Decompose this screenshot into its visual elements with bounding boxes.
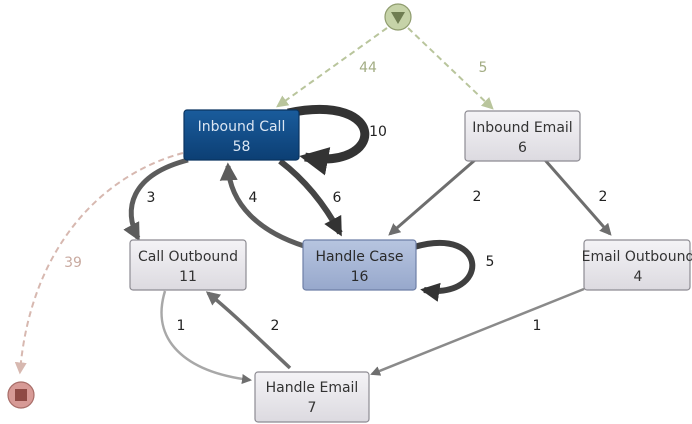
edge-label-start-to-inbound-email: 5 — [479, 60, 488, 76]
edge-inbound-email-to-email-outbound — [543, 159, 612, 236]
node-handle-case-title: Handle Case — [315, 249, 403, 265]
node-inbound-email-count: 6 — [518, 140, 527, 156]
node-call-outbound-title: Call Outbound — [138, 249, 238, 265]
edge-label-email-outbound-to-handle-email: 1 — [533, 318, 542, 334]
edge-label-inbound-call-to-end: 39 — [64, 255, 82, 271]
node-inbound-call-title: Inbound Call — [198, 119, 286, 135]
edge-inbound-call-loop — [287, 104, 370, 176]
edge-label-inbound-email-to-handle-case: 2 — [473, 189, 482, 205]
node-inbound-call[interactable]: Inbound Call 58 — [183, 109, 300, 161]
start-node[interactable] — [384, 3, 412, 31]
edge-inbound-call-to-end — [14, 152, 184, 375]
edge-inbound-call-to-call-outbound — [123, 157, 189, 242]
edge-label-inbound-email-to-email-outbound: 2 — [599, 189, 608, 205]
node-handle-case[interactable]: Handle Case 16 — [302, 239, 417, 291]
node-email-outbound[interactable]: Email Outbound 4 — [582, 239, 692, 291]
edge-inbound-email-to-handle-case — [388, 158, 476, 236]
edge-label-start-to-inbound-call: 44 — [359, 60, 377, 76]
edge-label-inbound-call-to-handle-case: 6 — [333, 190, 342, 206]
edge-email-outbound-to-handle-email — [370, 287, 585, 376]
edge-label-inbound-call-loop: 10 — [369, 124, 387, 140]
edge-start-to-inbound-call — [276, 27, 388, 108]
edge-handle-case-loop — [413, 239, 476, 302]
node-inbound-call-count: 58 — [233, 139, 251, 155]
end-node[interactable] — [7, 381, 35, 409]
node-handle-email-count: 7 — [308, 400, 317, 416]
node-call-outbound-count: 11 — [179, 269, 197, 285]
edge-call-outbound-to-handle-email — [160, 290, 252, 384]
node-inbound-email-title: Inbound Email — [472, 120, 572, 136]
node-inbound-email[interactable]: Inbound Email 6 — [464, 110, 581, 162]
node-handle-email-title: Handle Email — [266, 380, 359, 396]
edge-handle-case-to-inbound-call — [219, 162, 305, 249]
edge-label-handle-case-loop: 5 — [486, 254, 495, 270]
start-triangle-icon — [391, 12, 405, 24]
edge-label-handle-case-to-inbound-call: 4 — [249, 190, 258, 206]
edge-handle-email-to-call-outbound — [205, 291, 292, 370]
node-handle-case-count: 16 — [351, 269, 369, 285]
node-email-outbound-count: 4 — [634, 269, 643, 285]
edge-label-handle-email-to-call-outbound: 2 — [271, 318, 280, 334]
edge-label-inbound-call-to-call-outbound: 3 — [147, 190, 156, 206]
edge-inbound-call-to-handle-case — [278, 158, 343, 237]
node-handle-email[interactable]: Handle Email 7 — [254, 371, 370, 423]
edge-label-call-outbound-to-handle-email: 1 — [177, 318, 186, 334]
node-email-outbound-title: Email Outbound — [582, 249, 692, 265]
node-call-outbound[interactable]: Call Outbound 11 — [129, 239, 247, 291]
end-square-icon — [15, 389, 27, 401]
